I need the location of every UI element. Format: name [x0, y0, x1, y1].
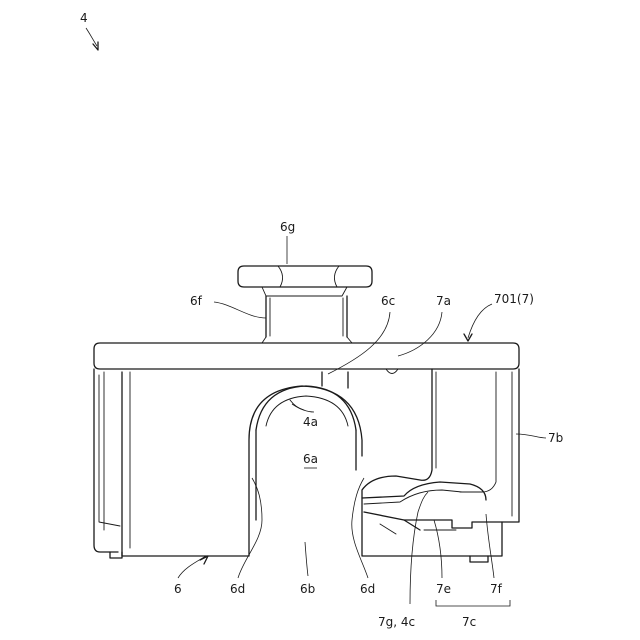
shank-6f [262, 296, 352, 343]
top-plate-7a [94, 343, 519, 374]
bracket-7c [436, 600, 510, 606]
hex-nut-6g [238, 266, 372, 296]
engagement-7g-4c [362, 482, 502, 534]
label-7b: 7b [548, 431, 563, 445]
leader-7b [516, 434, 546, 438]
label-7g-4c: 7g, 4c [378, 615, 415, 629]
label-4a: 4a [303, 415, 318, 429]
leader-7a [398, 312, 442, 356]
leader-7f [486, 514, 494, 578]
label-6c: 6c [381, 294, 395, 308]
figure-reference-numeral: 4 [80, 11, 88, 25]
label-6: 6 [174, 582, 182, 596]
svg-text:6a: 6a [303, 452, 318, 466]
label-701: 701(7) [494, 292, 534, 306]
label-7e: 7e [436, 582, 451, 596]
leader-7g-4c [410, 492, 428, 604]
label-6g: 6g [280, 220, 295, 234]
leader-6d-right [352, 478, 368, 578]
label-6b: 6b [300, 582, 315, 596]
reference-arrow [86, 28, 98, 50]
leader-6b [305, 542, 308, 576]
leader-6f [214, 302, 266, 318]
label-6a: 6a [303, 452, 318, 468]
leader-701 [468, 304, 492, 338]
right-block-7 [362, 369, 519, 562]
leader-7e [434, 520, 442, 578]
label-6d-right: 6d [360, 582, 375, 596]
label-7a: 7a [436, 294, 451, 308]
label-6d-left: 6d [230, 582, 245, 596]
leader-6d-left [238, 478, 262, 578]
label-7c: 7c [462, 615, 476, 629]
label-6f: 6f [190, 294, 203, 308]
label-7f: 7f [490, 582, 503, 596]
frame-left [94, 369, 122, 558]
